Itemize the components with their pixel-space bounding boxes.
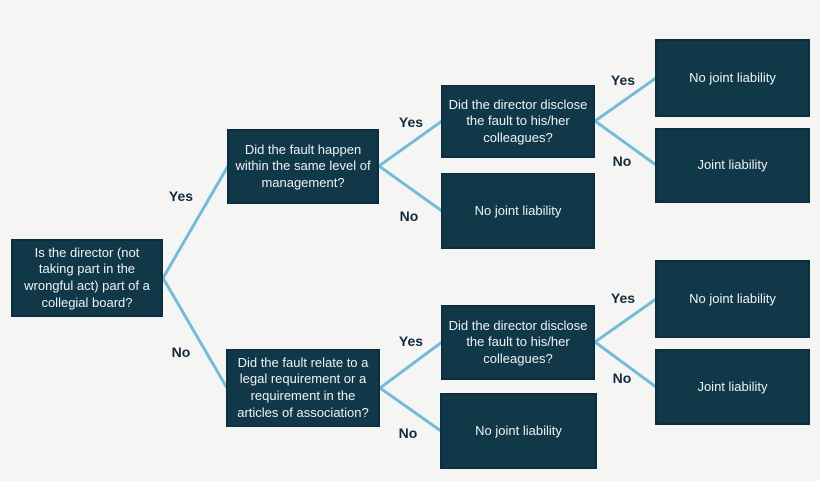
edge-label-disclose-bottom-no: No — [612, 370, 632, 386]
connector-root-no — [161, 277, 229, 389]
connector-legal-no — [379, 386, 442, 433]
edge-label-disclose-bottom-yes: Yes — [610, 290, 636, 306]
node-question-same-level: Did the fault happen within the same lev… — [227, 129, 379, 204]
edge-label-level-no: No — [399, 208, 419, 224]
edge-label-level-yes: Yes — [398, 114, 424, 130]
node-outcome-disclose-bottom-no: Joint liability — [655, 349, 810, 425]
edge-label-disclose-top-no: No — [612, 153, 632, 169]
connector-root-yes — [161, 165, 230, 279]
node-outcome-disclose-bottom-yes: No joint liability — [655, 260, 810, 338]
connector-disclose-top-no — [594, 119, 657, 167]
node-outcome-level-no: No joint liability — [441, 173, 595, 249]
edge-label-disclose-top-yes: Yes — [610, 72, 636, 88]
node-question-legal-requirement: Did the fault relate to a legal requirem… — [226, 349, 380, 427]
connector-disclose-top-yes — [594, 76, 657, 123]
node-outcome-disclose-top-yes: No joint liability — [655, 39, 810, 117]
edge-label-legal-no: No — [398, 425, 418, 441]
edge-label-legal-yes: Yes — [398, 333, 424, 349]
node-question-disclose-bottom: Did the director disclose the fault to h… — [441, 305, 595, 380]
node-outcome-disclose-top-no: Joint liability — [655, 128, 810, 203]
node-root-question: Is the director (not taking part in the … — [11, 239, 163, 317]
connector-disclose-bottom-no — [594, 340, 657, 389]
edge-label-root-no: No — [171, 344, 191, 360]
connector-disclose-bottom-yes — [594, 297, 657, 344]
node-outcome-legal-no: No joint liability — [440, 393, 597, 469]
connector-legal-yes — [379, 340, 443, 390]
connector-level-no — [378, 164, 443, 213]
edge-label-root-yes: Yes — [168, 188, 194, 204]
node-question-disclose-top: Did the director disclose the fault to h… — [441, 85, 595, 158]
connector-level-yes — [378, 119, 443, 168]
